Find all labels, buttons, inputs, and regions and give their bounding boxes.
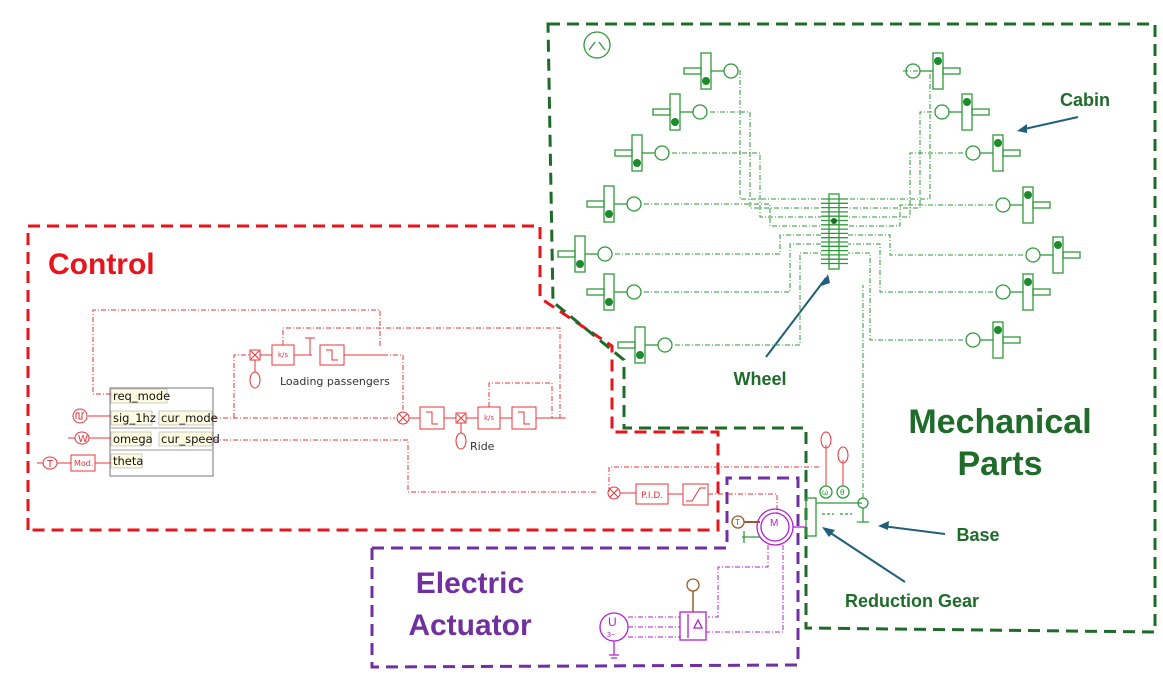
port-sig-1hz (110, 410, 153, 426)
cabin-link (848, 152, 963, 218)
electric-title-line1: Electric (416, 567, 524, 600)
cabin-icon[interactable] (586, 273, 642, 311)
omega-output-icon[interactable] (820, 431, 832, 449)
converter-block[interactable] (679, 611, 707, 641)
voltage-source-sub-label: 3~ (607, 632, 615, 639)
cabin-link (848, 243, 993, 293)
ride-label: Ride (470, 440, 495, 453)
mechanical-title-line1: Mechanical (908, 403, 1091, 441)
torque-sensor-label: T (735, 518, 740, 527)
reduction-gear-icon[interactable] (805, 497, 817, 537)
cabin-link (710, 111, 821, 209)
reduction-gear-arrow (825, 529, 906, 583)
cabin-icon[interactable] (1025, 236, 1081, 274)
cabin-icon[interactable] (557, 235, 613, 273)
omega-sensor-label: ω (822, 488, 828, 497)
port-cur-mode (158, 410, 213, 426)
cabin-link (848, 234, 1023, 256)
cabin-icon[interactable] (617, 326, 673, 364)
port-cur-speed-label: cur_speed (161, 432, 220, 446)
control-title: Control (48, 248, 155, 281)
cabin-link (739, 70, 821, 200)
cabin-icon[interactable] (586, 185, 642, 223)
port-sig-1hz-label: sig_1hz (113, 411, 156, 425)
cabin-icon[interactable] (995, 273, 1051, 311)
modulo-label: Mod. (74, 459, 93, 468)
cabin-icon[interactable] (995, 186, 1051, 224)
cabin-link (672, 152, 821, 218)
reduction-gear-label: Reduction Gear (845, 591, 979, 611)
controller-sensor-icon[interactable] (686, 578, 700, 592)
electric-diagram: M T U 3~ (599, 508, 806, 659)
cabin-arrowhead (1017, 124, 1027, 133)
cabins-group (557, 52, 1081, 364)
cabin-icon[interactable] (965, 134, 1021, 172)
voltage-source-label: U (608, 615, 617, 629)
cabin-link (675, 252, 821, 346)
cabin-link (848, 70, 931, 200)
loading-w-icon[interactable] (249, 371, 261, 389)
cabin-link (848, 204, 993, 227)
port-cur-speed (158, 431, 213, 447)
control-diagram: req_mode sig_1hz omega theta cur_mode cu… (37, 309, 820, 513)
port-req-mode-label: req_mode (113, 389, 170, 403)
cabin-icon[interactable] (683, 52, 739, 90)
theta-sensor-label: θ (840, 488, 845, 497)
wheel-arrow (765, 277, 827, 358)
electric-title-line2: Actuator (408, 609, 532, 642)
cabin-icon[interactable] (965, 321, 1021, 359)
cabin-link (644, 203, 821, 227)
speed-sensor-w-label: W (78, 434, 88, 445)
port-theta (110, 453, 143, 469)
electric-region-border (370, 476, 800, 669)
theta-output-icon[interactable] (837, 446, 849, 464)
port-omega-label: omega (113, 432, 153, 446)
loading-passengers-label: Loading passengers (280, 375, 390, 388)
motor-label: M (770, 518, 778, 529)
pid-label: P.I.D. (641, 491, 663, 501)
loading-integrator-label: k/s (278, 351, 288, 359)
pulse-source-icon[interactable] (72, 408, 88, 424)
cabin-link (848, 111, 932, 209)
angle-sensor-t-label: T (46, 459, 54, 470)
port-theta-label: theta (113, 454, 143, 468)
reduction-gear-arrowhead (822, 527, 835, 537)
control-region-border (26, 224, 720, 532)
port-cur-mode-label: cur_mode (161, 411, 218, 425)
base-arrowhead (878, 521, 889, 530)
port-req-mode (110, 388, 168, 404)
cabin-link (615, 234, 821, 255)
mechanical-title-line2: Parts (957, 445, 1042, 483)
base-label: Base (956, 525, 999, 545)
mechanical-region-border (546, 22, 1157, 634)
cabin-link (644, 243, 821, 293)
ride-integrator-label: k/s (484, 414, 494, 422)
wheel-label: Wheel (733, 369, 786, 389)
port-omega (110, 431, 152, 447)
cabin-label: Cabin (1060, 90, 1110, 110)
wheel-arrowhead (821, 274, 830, 286)
cabin-link (848, 252, 963, 341)
mechanical-drive: ω θ (805, 285, 869, 537)
cabin-icon[interactable] (934, 93, 990, 131)
cabin-links-group (615, 70, 1023, 346)
ferris-wheel-logo-icon (583, 31, 611, 59)
wheel-hub[interactable] (821, 193, 848, 270)
cabin-arrow (1019, 116, 1079, 131)
cabin-icon[interactable] (614, 134, 670, 172)
ride-w-icon[interactable] (455, 432, 467, 450)
base-arrow (881, 525, 946, 535)
cabin-icon[interactable] (652, 93, 708, 131)
